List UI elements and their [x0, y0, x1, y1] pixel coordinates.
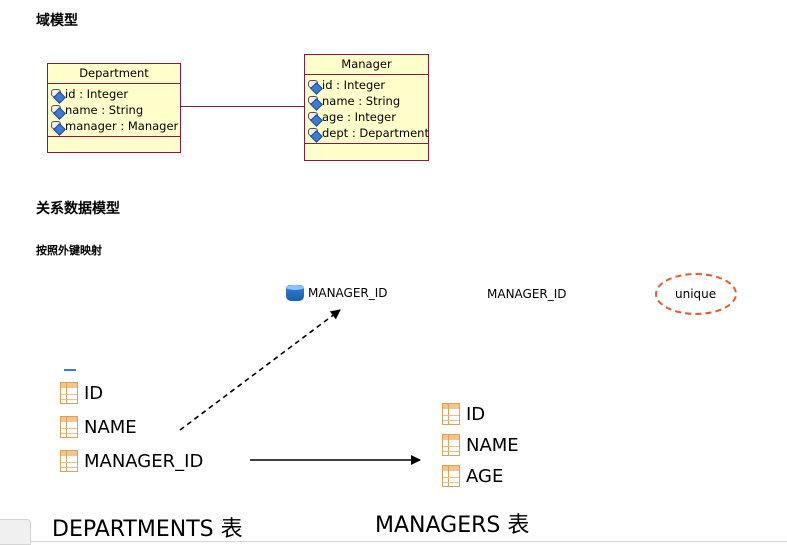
column-icon: [60, 382, 78, 404]
column-icon: [442, 434, 460, 456]
column-icon: [442, 465, 460, 487]
domain-model-heading: 域模型: [36, 13, 78, 29]
unique-ellipse: [655, 273, 737, 315]
column-icon: [442, 403, 460, 425]
foreign-key-mapping-subheading: 按照外键映射: [36, 244, 102, 257]
departments-column-id: ID: [60, 382, 103, 404]
department-attributes: id : Integer name : String manager : Man…: [48, 84, 180, 137]
departments-column-manager-id: MANAGER_ID: [60, 450, 203, 472]
department-class-box: Department id : Integer name : String ma…: [47, 63, 181, 153]
departments-column-name: NAME: [60, 416, 137, 438]
window-corner-tab: [0, 519, 31, 545]
manager-attr-age: age : Integer: [307, 109, 426, 127]
table-header-mark: [64, 369, 76, 371]
manager-attr-dept: dept : Department: [307, 125, 429, 143]
attribute-icon: [307, 127, 323, 143]
managers-column-age: AGE: [442, 465, 503, 487]
relational-model-heading: 关系数据模型: [36, 201, 120, 217]
managers-column-name: NAME: [442, 434, 519, 456]
attribute-icon: [307, 95, 323, 111]
bottom-border: [30, 541, 787, 542]
attribute-icon: [307, 79, 323, 95]
managers-table-label: MANAGERS 表: [375, 513, 530, 538]
association-line: [181, 106, 304, 107]
column-icon: [60, 450, 78, 472]
department-attr-manager: manager : Manager: [50, 118, 178, 136]
column-icon: [60, 416, 78, 438]
manager-class-name: Manager: [305, 55, 428, 75]
manager-fk-item: MANAGER_ID: [286, 285, 388, 301]
attribute-icon: [307, 111, 323, 127]
attribute-icon: [50, 88, 66, 104]
department-attr-name: name : String: [50, 102, 178, 120]
managers-column-id: ID: [442, 403, 485, 425]
database-column-icon: [286, 285, 304, 301]
manager-attr-name: name : String: [307, 93, 426, 111]
department-attr-id: id : Integer: [50, 86, 178, 104]
department-class-name: Department: [48, 64, 180, 84]
manager-id-label: MANAGER_ID: [487, 287, 567, 301]
attribute-icon: [50, 104, 66, 120]
unique-label: unique: [675, 287, 717, 301]
manager-class-box: Manager id : Integer name : String age :…: [304, 54, 429, 161]
departments-table-label: DEPARTMENTS 表: [52, 517, 243, 542]
manager-attr-id: id : Integer: [307, 77, 426, 95]
foreign-key-reference-arrow: [179, 309, 341, 431]
attribute-icon: [50, 120, 66, 136]
manager-attributes: id : Integer name : String age : Integer…: [305, 75, 429, 144]
